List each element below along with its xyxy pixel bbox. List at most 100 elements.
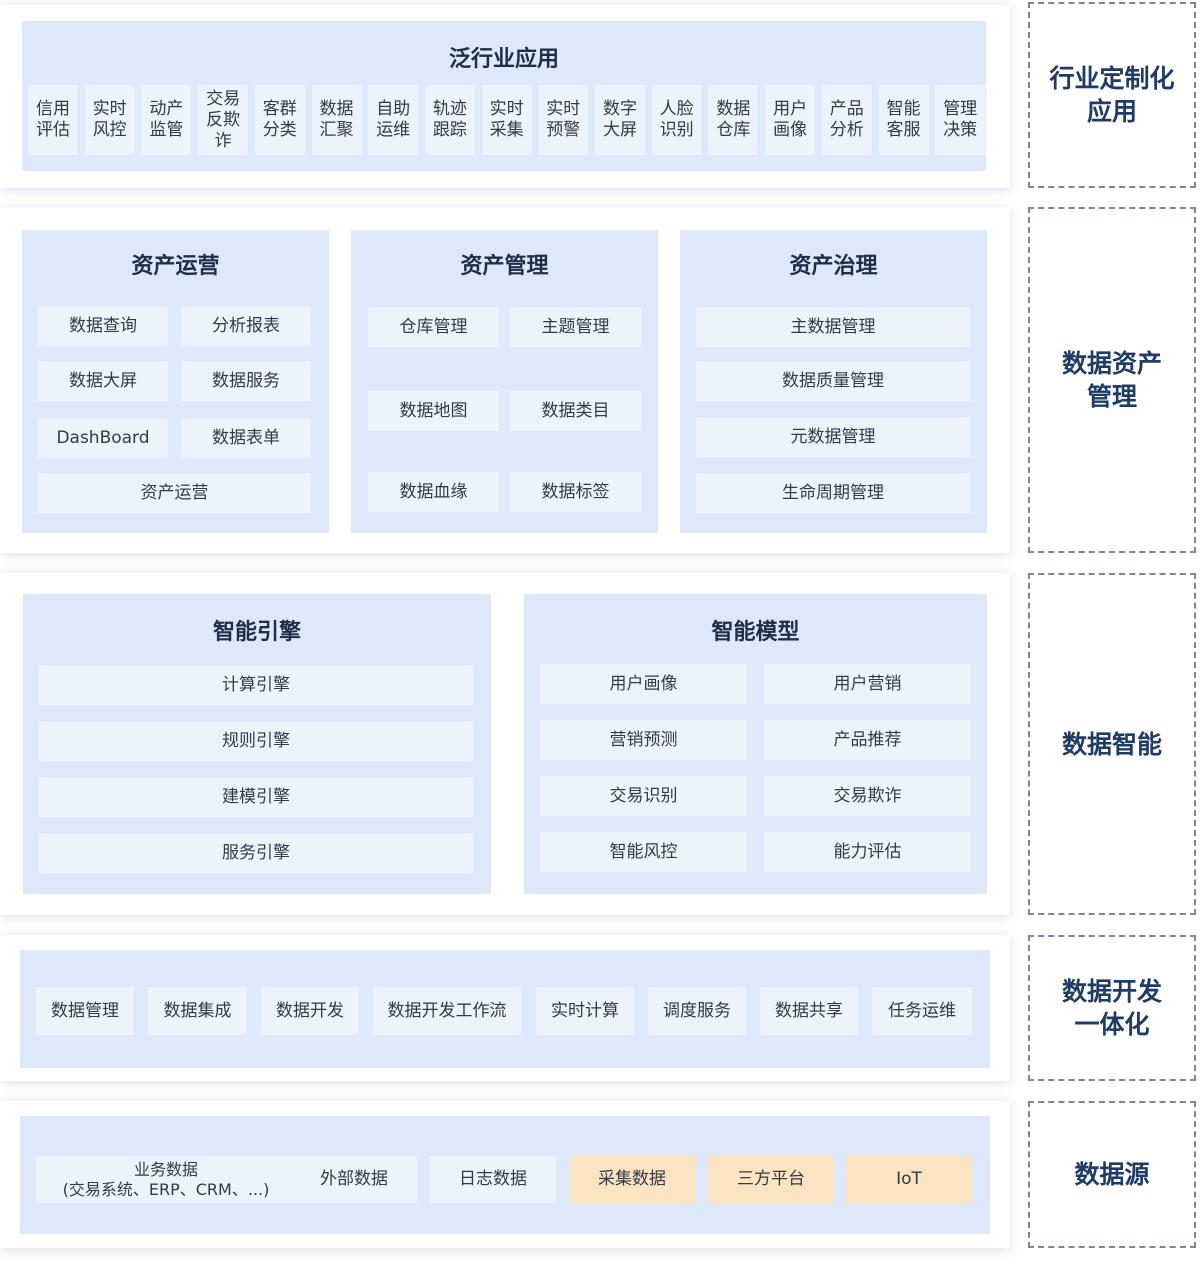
- layer-dev-integration: 数据管理 数据集成 数据开发 数据开发工作流 实时计算 调度服务 数据共享 任务…: [0, 935, 1010, 1081]
- industry-item-label: 自助运维: [376, 99, 411, 140]
- cell-modeling-engine[interactable]: 建模引擎: [39, 777, 473, 817]
- industry-item-label: 实时预警: [546, 99, 581, 140]
- industry-item-label: 产品分析: [829, 99, 864, 140]
- cell-analysis-report[interactable]: 分析报表: [181, 306, 311, 346]
- cell-data-management[interactable]: 数据管理: [36, 987, 134, 1035]
- cell-realtime-compute[interactable]: 实时计算: [536, 987, 634, 1035]
- industry-item[interactable]: 信用评估: [28, 85, 78, 155]
- layer-data-source: 业务数据 (交易系统、ERP、CRM、...) 外部数据 日志数据 采集数据 三…: [0, 1101, 1010, 1248]
- cell-data-service[interactable]: 数据服务: [181, 361, 311, 401]
- business-data-label: 业务数据: [133, 1159, 198, 1179]
- industry-item[interactable]: 实时采集: [481, 85, 532, 155]
- side-label-industry: 行业定制化应用: [1028, 2, 1196, 188]
- industry-item-label: 信用评估: [36, 99, 70, 140]
- industry-item[interactable]: 数据仓库: [708, 85, 759, 155]
- asset-management-panel: 资产管理 仓库管理 主题管理 数据地图 数据类目 数据血缘 数据标签: [351, 230, 658, 533]
- industry-item[interactable]: 产品分析: [821, 85, 872, 155]
- asset-management-title: 资产管理: [460, 254, 549, 279]
- industry-item-label: 人脸识别: [659, 99, 694, 140]
- devops-panel: 数据管理 数据集成 数据开发 数据开发工作流 实时计算 调度服务 数据共享 任务…: [20, 950, 990, 1068]
- industry-item-label: 数据仓库: [716, 99, 751, 140]
- industry-item-label: 实时风控: [92, 99, 127, 140]
- industry-item[interactable]: 数据汇聚: [311, 85, 362, 155]
- cell-task-ops[interactable]: 任务运维: [872, 987, 972, 1035]
- layer-asset-management: 资产运营 数据查询 分析报表 数据大屏 数据服务 DashBoard 数据表单 …: [0, 207, 1010, 553]
- cell-data-sharing[interactable]: 数据共享: [760, 987, 858, 1035]
- cell-data-screen[interactable]: 数据大屏: [38, 361, 168, 401]
- cell-smart-risk-control[interactable]: 智能风控: [540, 832, 747, 872]
- cell-data-quality-mgmt[interactable]: 数据质量管理: [696, 361, 970, 401]
- side-label-source-text: 数据源: [1074, 1160, 1150, 1189]
- layer-industry-apps: 泛行业应用 信用评估实时风控动产监管交易反欺诈客群分类数据汇聚自助运维轨迹跟踪实…: [0, 5, 1010, 188]
- cell-data-integration[interactable]: 数据集成: [148, 987, 247, 1035]
- industry-item-label: 交易反欺诈: [206, 88, 241, 151]
- industry-item[interactable]: 轨迹跟踪: [424, 85, 475, 155]
- industry-item-label: 实时采集: [489, 99, 524, 140]
- cell-data-dev-workflow[interactable]: 数据开发工作流: [373, 987, 521, 1035]
- cell-topic-mgmt[interactable]: 主题管理: [510, 307, 641, 347]
- cell-data-catalog[interactable]: 数据类目: [510, 391, 641, 431]
- cell-metadata-mgmt[interactable]: 元数据管理: [696, 417, 970, 457]
- asset-operation-title: 资产运营: [131, 254, 220, 279]
- cell-transaction-recognition[interactable]: 交易识别: [540, 776, 747, 816]
- cell-rule-engine[interactable]: 规则引擎: [39, 721, 473, 761]
- side-label-intelligence-text: 数据智能: [1061, 729, 1162, 759]
- cell-user-profile[interactable]: 用户画像: [540, 664, 747, 704]
- cell-data-form[interactable]: 数据表单: [181, 418, 311, 458]
- industry-item-label: 智能客服: [886, 99, 921, 140]
- industry-title: 泛行业应用: [448, 47, 559, 72]
- cell-user-marketing[interactable]: 用户营销: [764, 664, 971, 704]
- cell-scheduling-service[interactable]: 调度服务: [648, 987, 746, 1035]
- cell-product-recommend[interactable]: 产品推荐: [764, 720, 971, 760]
- industry-item-label: 管理决策: [943, 99, 978, 140]
- industry-item[interactable]: 人脸识别: [651, 85, 702, 155]
- industry-item[interactable]: 数字大屏: [595, 85, 645, 155]
- industry-item[interactable]: 管理决策: [935, 85, 986, 155]
- industry-item[interactable]: 实时预警: [538, 85, 589, 155]
- cell-master-data-mgmt[interactable]: 主数据管理: [696, 307, 970, 347]
- industry-item-label: 客群分类: [262, 99, 297, 140]
- cell-third-party-platform[interactable]: 三方平台: [708, 1156, 834, 1203]
- industry-item[interactable]: 智能客服: [878, 85, 929, 155]
- business-data-systems: (交易系统、ERP、CRM、...): [62, 1179, 270, 1199]
- cell-warehouse-mgmt[interactable]: 仓库管理: [368, 307, 499, 347]
- industry-item[interactable]: 客群分类: [254, 85, 305, 155]
- intelligent-model-title: 智能模型: [711, 620, 800, 645]
- cell-data-development[interactable]: 数据开发: [261, 987, 359, 1035]
- side-label-dev-text: 数据开发一体化: [1061, 977, 1162, 1039]
- asset-governance-title: 资产治理: [789, 254, 878, 279]
- intelligent-engine-panel: 智能引擎 计算引擎 规则引擎 建模引擎 服务引擎: [23, 594, 491, 894]
- industry-item-label: 数字大屏: [603, 99, 637, 140]
- industry-item[interactable]: 实时风控: [84, 85, 135, 155]
- side-label-industry-text: 行业定制化应用: [1049, 64, 1175, 126]
- industry-item[interactable]: 自助运维: [368, 85, 419, 155]
- intelligent-model-panel: 智能模型 用户画像 用户营销 营销预测 产品推荐 交易识别 交易欺诈 智能风控 …: [524, 594, 987, 894]
- side-label-source: 数据源: [1028, 1101, 1196, 1248]
- industry-item[interactable]: 用户画像: [765, 85, 816, 155]
- layer-data-intelligence: 智能引擎 计算引擎 规则引擎 建模引擎 服务引擎 智能模型 用户画像 用户营销 …: [0, 573, 1010, 915]
- cell-external-data[interactable]: 外部数据: [291, 1156, 417, 1203]
- cell-log-data[interactable]: 日志数据: [430, 1156, 556, 1203]
- industry-item[interactable]: 交易反欺诈: [198, 85, 249, 155]
- industry-item[interactable]: 动产监管: [141, 85, 192, 155]
- cell-dashboard[interactable]: DashBoard: [38, 418, 168, 458]
- source-panel: 业务数据 (交易系统、ERP、CRM、...) 外部数据 日志数据 采集数据 三…: [20, 1116, 990, 1234]
- cell-iot[interactable]: IoT: [846, 1156, 972, 1203]
- cell-data-tag[interactable]: 数据标签: [510, 472, 641, 512]
- cell-asset-operation[interactable]: 资产运营: [38, 473, 311, 513]
- cell-data-query[interactable]: 数据查询: [38, 306, 168, 346]
- cell-data-lineage[interactable]: 数据血缘: [368, 472, 499, 512]
- asset-governance-panel: 资产治理 主数据管理 数据质量管理 元数据管理 生命周期管理: [680, 230, 987, 533]
- cell-data-map[interactable]: 数据地图: [368, 391, 499, 431]
- side-label-asset-text: 数据资产管理: [1061, 349, 1162, 411]
- cell-business-data[interactable]: 业务数据 (交易系统、ERP、CRM、...): [36, 1156, 296, 1203]
- cell-capability-eval[interactable]: 能力评估: [764, 832, 971, 872]
- cell-collected-data[interactable]: 采集数据: [569, 1156, 695, 1203]
- cell-compute-engine[interactable]: 计算引擎: [39, 665, 473, 705]
- cell-transaction-fraud[interactable]: 交易欺诈: [764, 776, 971, 816]
- intelligent-engine-title: 智能引擎: [212, 620, 301, 645]
- side-label-intelligence: 数据智能: [1028, 573, 1196, 915]
- cell-marketing-forecast[interactable]: 营销预测: [540, 720, 747, 760]
- cell-service-engine[interactable]: 服务引擎: [39, 833, 473, 873]
- cell-lifecycle-mgmt[interactable]: 生命周期管理: [696, 473, 970, 513]
